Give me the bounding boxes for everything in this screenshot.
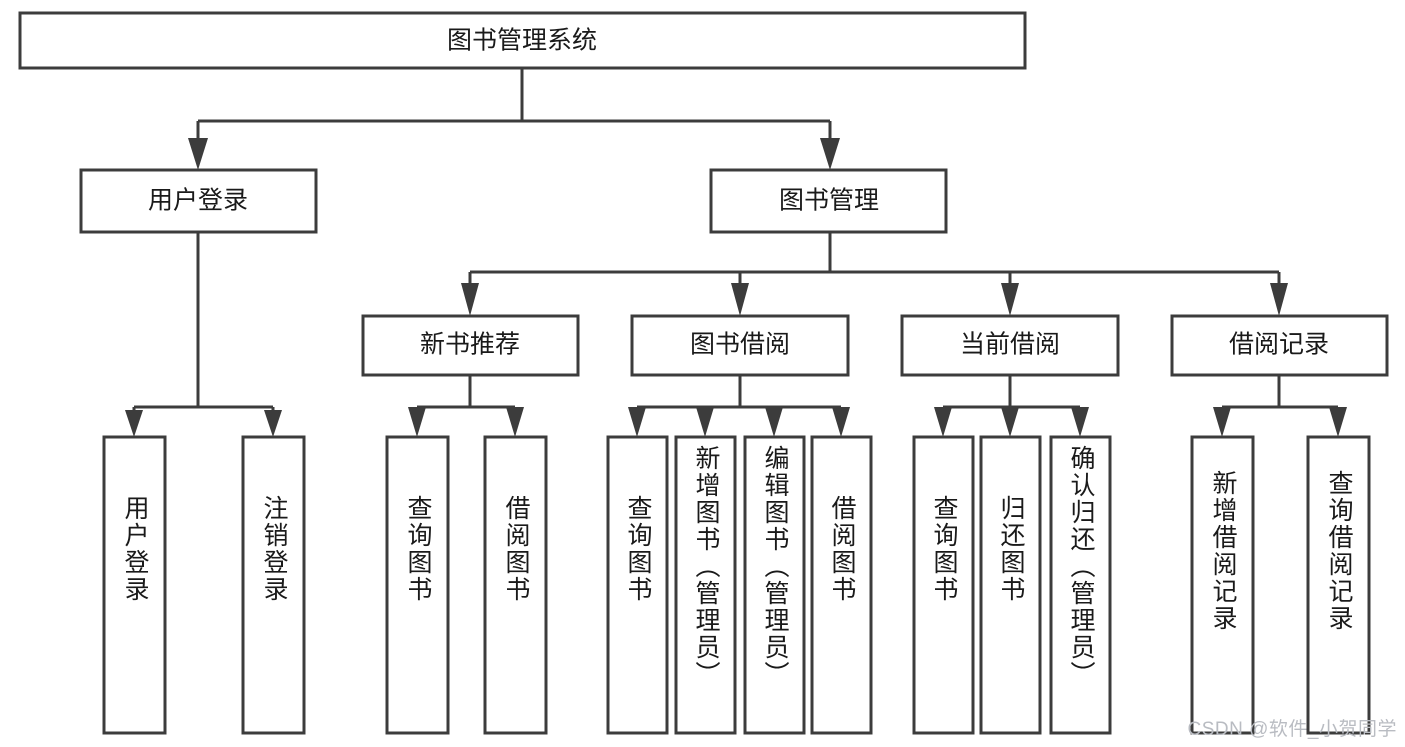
leaf-box-user-login-0[interactable] — [102, 435, 167, 735]
arrowhead-currentborrow-2 — [1001, 407, 1019, 437]
arrowhead-bookborrow-2 — [696, 407, 714, 437]
node-borrow-record[interactable]: 借阅记录 — [1170, 314, 1389, 377]
arrowhead-currentborrow-1 — [934, 407, 952, 437]
node-book-manage-label: 图书管理 — [779, 187, 879, 215]
leaf-box-current-borrow-0[interactable] — [912, 435, 975, 735]
node-user-login[interactable]: 用户登录 — [79, 168, 318, 234]
leaf-box-book-borrow-3[interactable] — [810, 435, 873, 735]
node-book-borrow[interactable]: 图书借阅 — [630, 314, 850, 377]
node-root[interactable]: 图书管理系统 — [18, 11, 1027, 70]
node-book-manage-box[interactable] — [709, 168, 948, 234]
arrowhead-borrowrecord-1 — [1213, 407, 1231, 437]
leaf-boxes-borrow-record[interactable] — [1190, 435, 1371, 735]
node-new-book-recommend-box[interactable] — [361, 314, 580, 377]
arrowhead-currentborrow-3 — [1071, 407, 1089, 437]
node-new-book-recommend[interactable]: 新书推荐 — [361, 314, 580, 377]
node-book-borrow-label: 图书借阅 — [690, 331, 790, 359]
arrowhead-bookmanage-3 — [1001, 283, 1019, 316]
arrowhead-newbook-1 — [408, 407, 426, 437]
arrowhead-bookmanage-4 — [1270, 283, 1288, 316]
connector-group-user-login — [125, 232, 282, 437]
connector-group-book-borrow — [628, 375, 850, 437]
leaf-box-new-book-1[interactable] — [483, 435, 548, 735]
leaf-box-current-borrow-2[interactable] — [1049, 435, 1112, 735]
leaf-boxes-user-login[interactable] — [102, 435, 306, 735]
leaf-box-user-login-1[interactable] — [241, 435, 306, 735]
node-user-login-box[interactable] — [79, 168, 318, 234]
leaf-box-borrow-record-0[interactable] — [1190, 435, 1255, 735]
node-current-borrow[interactable]: 当前借阅 — [900, 314, 1120, 377]
node-borrow-record-label: 借阅记录 — [1229, 331, 1329, 359]
node-new-book-recommend-label: 新书推荐 — [420, 331, 520, 359]
watermark-text: CSDN @软件_小贺同学 — [1187, 719, 1397, 740]
arrowhead-userlogin-1 — [125, 410, 143, 437]
arrowhead-bookborrow-4 — [832, 407, 850, 437]
arrowhead-root-2 — [820, 138, 840, 170]
leaf-box-borrow-record-1[interactable] — [1306, 435, 1371, 735]
node-user-login-label: 用户登录 — [148, 187, 248, 215]
arrowhead-root-1 — [188, 138, 208, 170]
connector-group-new-book — [408, 375, 524, 437]
arrowhead-bookmanage-2 — [731, 283, 749, 316]
connector-group-current-borrow — [934, 375, 1089, 437]
arrowhead-bookmanage-1 — [461, 283, 479, 316]
node-book-borrow-box[interactable] — [630, 314, 850, 377]
node-book-manage[interactable]: 图书管理 — [709, 168, 948, 234]
arrowhead-bookborrow-3 — [765, 407, 783, 437]
leaf-boxes-new-book-recommend[interactable] — [385, 435, 548, 735]
leaf-box-book-borrow-1[interactable] — [674, 435, 737, 735]
connector-group-book-manage — [461, 232, 1288, 316]
node-current-borrow-label: 当前借阅 — [960, 331, 1060, 359]
arrowhead-newbook-2 — [506, 407, 524, 437]
leaf-boxes-book-borrow[interactable] — [606, 435, 873, 735]
leaf-box-book-borrow-2[interactable] — [743, 435, 806, 735]
node-current-borrow-box[interactable] — [900, 314, 1120, 377]
connector-group-root — [188, 68, 840, 170]
node-borrow-record-box[interactable] — [1170, 314, 1389, 377]
node-root-box[interactable] — [18, 11, 1027, 70]
arrowhead-bookborrow-1 — [628, 407, 646, 437]
arrowhead-borrowrecord-2 — [1329, 407, 1347, 437]
leaf-box-new-book-0[interactable] — [385, 435, 450, 735]
arrowhead-userlogin-2 — [264, 410, 282, 437]
leaf-box-book-borrow-0[interactable] — [606, 435, 669, 735]
leaf-boxes-current-borrow[interactable] — [912, 435, 1112, 735]
leaf-box-current-borrow-1[interactable] — [979, 435, 1042, 735]
node-root-label: 图书管理系统 — [447, 27, 597, 55]
connector-group-borrow-record — [1213, 375, 1347, 437]
